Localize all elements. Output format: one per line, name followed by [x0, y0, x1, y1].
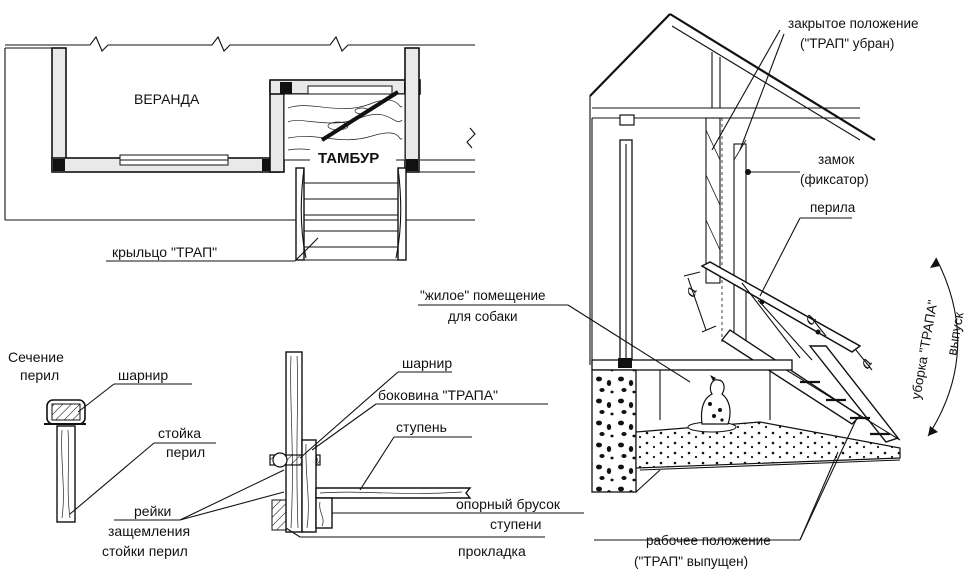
- closed-position-label-2: ("ТРАП" убран): [800, 36, 894, 51]
- railing-section: Сечение перил шарнир стойка перил рейки …: [8, 349, 285, 559]
- lock-label-2: (фиксатор): [800, 172, 869, 187]
- dim-a-right: a: [855, 354, 876, 372]
- railing-label: перила: [810, 200, 856, 215]
- dog-room-label-2: для собаки: [448, 309, 518, 324]
- dog-figure: [687, 375, 737, 433]
- railing-section-title-1: Сечение: [8, 349, 64, 365]
- release-arrow-label: выпуск: [944, 311, 966, 356]
- veranda-label: ВЕРАНДА: [134, 91, 200, 107]
- slats-label: рейки: [134, 503, 171, 519]
- railing-section-title-2: перил: [20, 367, 59, 383]
- ladder-hinge-label: шарнир: [402, 355, 452, 371]
- clamp-label-2: стойки перил: [102, 543, 188, 559]
- ladder-section: шарнир боковина "ТРАПА" ступень опорный …: [269, 351, 584, 559]
- step-label: ступень: [396, 419, 447, 435]
- support-label-1: опорный брусок: [456, 496, 561, 512]
- support-label-2: ступени: [490, 516, 542, 532]
- lock-label-1: замок: [818, 152, 854, 167]
- railing-post-label-2: перил: [166, 444, 205, 460]
- working-position-label-2: ("ТРАП" выпущен): [634, 554, 748, 569]
- retract-arrow-label: уборка "ТРАПА": [908, 299, 940, 401]
- stringer-label: боковина "ТРАПА": [378, 387, 498, 403]
- porch-label: крыльцо "ТРАП": [112, 244, 217, 260]
- dog-room-label-1: "жилое" помещение: [420, 288, 546, 303]
- railing-post-label-1: стойка: [158, 425, 201, 441]
- railing-hinge-label: шарнир: [118, 367, 168, 383]
- closed-position-label-1: закрытое положение: [788, 16, 919, 31]
- gasket-label: прокладка: [458, 543, 526, 559]
- clamp-label-1: защемления: [108, 523, 190, 539]
- vestibule-label: ТАМБУР: [318, 150, 379, 167]
- elevation-view: a a a закрытое положение ("ТРАП" убран) …: [418, 13, 967, 569]
- plan-view: ВЕРАНДА ТАМБУР крыльцо "ТРАП": [4, 35, 476, 262]
